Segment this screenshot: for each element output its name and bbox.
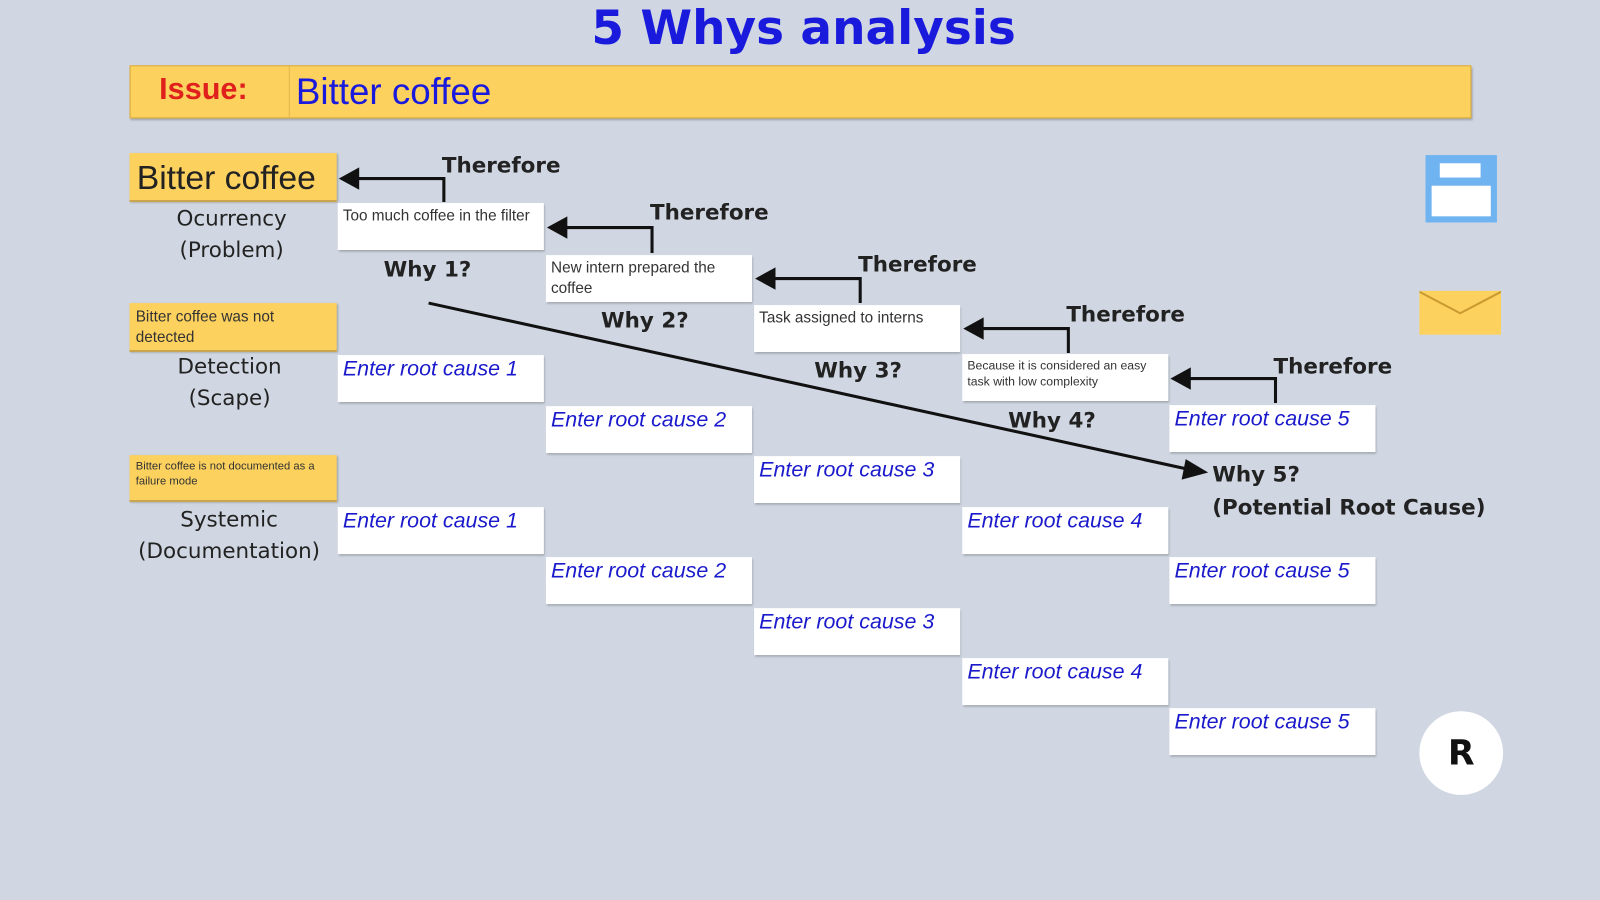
issue-input[interactable]: Bitter coffee bbox=[295, 70, 492, 113]
systemic-cause-2[interactable]: Enter root cause 2 bbox=[545, 557, 753, 605]
arrowhead-icon bbox=[755, 267, 776, 290]
systemic-cause-4[interactable]: Enter root cause 4 bbox=[962, 658, 1169, 706]
therefore-label: Therefore bbox=[858, 252, 977, 277]
systemic-cause-3[interactable]: Enter root cause 3 bbox=[754, 608, 961, 656]
why-2-label: Why 2? bbox=[601, 308, 689, 333]
detection-cause-2[interactable]: Enter root cause 2 bbox=[545, 406, 753, 454]
detection-cause-3[interactable]: Enter root cause 3 bbox=[754, 456, 961, 504]
potential-root-cause-label: (Potential Root Cause) bbox=[1212, 494, 1486, 520]
arrowhead-icon bbox=[1181, 459, 1209, 480]
arrowhead-icon bbox=[1170, 367, 1191, 390]
arrowhead-icon bbox=[963, 317, 984, 340]
occurrence-cause-5[interactable]: Enter root cause 5 bbox=[1169, 405, 1376, 453]
therefore-label: Therefore bbox=[441, 153, 561, 178]
arrowhead-icon bbox=[546, 216, 568, 239]
detection-cause-5[interactable]: Enter root cause 5 bbox=[1169, 557, 1376, 605]
therefore-arrow-5 bbox=[1186, 377, 1278, 404]
divider bbox=[288, 66, 290, 118]
save-button[interactable] bbox=[1425, 155, 1497, 223]
why-5-text: Why 5? bbox=[1212, 462, 1300, 487]
occurrence-cause-1[interactable]: Too much coffee in the filter bbox=[337, 203, 544, 250]
why-5-label: Why 5? (Potential Root Cause) bbox=[1212, 458, 1485, 523]
detection-summary[interactable]: Bitter coffee was not detected bbox=[129, 303, 337, 353]
occurrence-cause-2[interactable]: New intern prepared the coffee bbox=[545, 255, 753, 303]
systemic-label: Systemic (Documentation) bbox=[124, 504, 333, 567]
detection-cause-1[interactable]: Enter root cause 1 bbox=[337, 355, 544, 403]
therefore-label: Therefore bbox=[1273, 354, 1393, 379]
arrowhead-icon bbox=[338, 167, 360, 190]
therefore-arrow-1 bbox=[355, 177, 446, 203]
occurrence-summary[interactable]: Bitter coffee bbox=[129, 153, 337, 203]
row-sublabel: (Documentation) bbox=[138, 538, 321, 564]
systemic-cause-5[interactable]: Enter root cause 5 bbox=[1169, 708, 1376, 756]
why-3-label: Why 3? bbox=[814, 358, 902, 383]
occurrence-cause-3[interactable]: Task assigned to interns bbox=[754, 305, 961, 353]
therefore-arrow-2 bbox=[563, 226, 654, 254]
row-sublabel: (Problem) bbox=[179, 237, 284, 263]
systemic-cause-1[interactable]: Enter root cause 1 bbox=[337, 507, 544, 555]
row-label: Ocurrency bbox=[176, 206, 287, 231]
issue-bar: Issue: Bitter coffee bbox=[129, 65, 1472, 119]
mail-icon bbox=[1419, 290, 1502, 315]
therefore-label: Therefore bbox=[649, 199, 769, 225]
row-label: Systemic bbox=[180, 507, 278, 532]
row-sublabel: (Scape) bbox=[188, 385, 271, 411]
save-icon bbox=[1439, 163, 1481, 178]
row-label: Detection bbox=[177, 354, 282, 379]
systemic-summary[interactable]: Bitter coffee is not documented as a fai… bbox=[129, 455, 337, 503]
save-icon-label bbox=[1431, 185, 1491, 217]
occurrence-cause-4[interactable]: Because it is considered an easy task wi… bbox=[962, 354, 1169, 402]
detection-label: Detection (Scape) bbox=[130, 351, 330, 414]
issue-label: Issue: bbox=[159, 72, 248, 107]
page-title: 5 Whys analysis bbox=[591, 0, 1016, 56]
why-chain-arrow bbox=[428, 301, 1190, 471]
why-1-label: Why 1? bbox=[383, 257, 472, 282]
reset-button[interactable]: R bbox=[1419, 711, 1504, 795]
mail-button[interactable] bbox=[1419, 290, 1502, 335]
occurrence-label: Ocurrency (Problem) bbox=[130, 203, 334, 266]
why-4-label: Why 4? bbox=[1008, 408, 1096, 433]
therefore-label: Therefore bbox=[1066, 302, 1185, 327]
therefore-arrow-4 bbox=[979, 327, 1070, 354]
therefore-arrow-3 bbox=[771, 277, 862, 304]
detection-cause-4[interactable]: Enter root cause 4 bbox=[962, 507, 1169, 555]
